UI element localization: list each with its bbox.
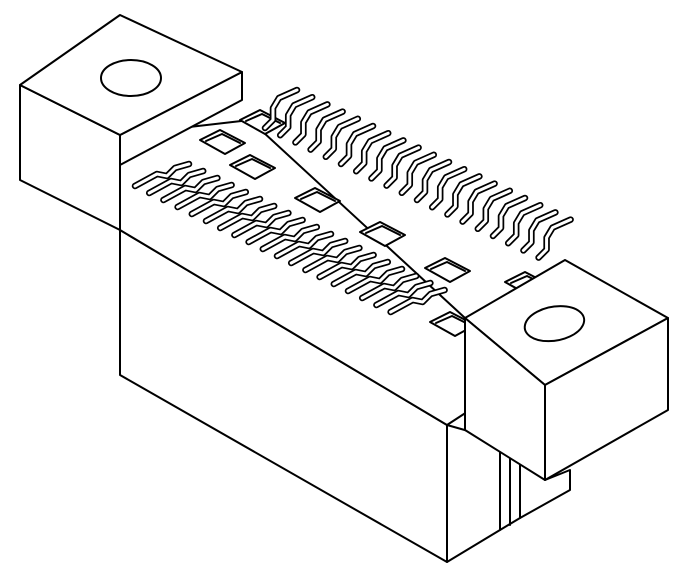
pin xyxy=(474,187,514,233)
pin xyxy=(316,251,377,281)
slot xyxy=(359,221,406,247)
pin xyxy=(292,101,331,146)
pin xyxy=(302,244,363,274)
pin xyxy=(352,129,392,175)
slot xyxy=(229,154,276,180)
pin xyxy=(459,180,498,225)
left-mounting-block xyxy=(19,14,243,231)
pin xyxy=(231,209,292,239)
pin xyxy=(261,86,301,132)
slot xyxy=(424,257,471,283)
mounting-hole xyxy=(523,305,586,343)
pin xyxy=(520,209,559,254)
pin xyxy=(160,174,221,204)
pin xyxy=(145,167,207,197)
pin xyxy=(276,93,316,139)
pin xyxy=(216,202,278,232)
pin xyxy=(358,272,420,302)
pin xyxy=(398,151,438,197)
pin xyxy=(337,122,377,168)
pin xyxy=(245,216,306,246)
pin xyxy=(188,188,250,218)
right-mounting-block xyxy=(464,259,669,481)
mounting-hole xyxy=(100,59,162,97)
pin xyxy=(287,237,349,267)
pin xyxy=(368,137,407,182)
pin xyxy=(413,158,453,204)
slot xyxy=(294,187,341,213)
pin xyxy=(259,223,321,253)
pin xyxy=(131,160,193,190)
back-row-pins xyxy=(261,86,574,261)
pin xyxy=(307,108,346,153)
pin xyxy=(387,286,448,316)
front-row-pins xyxy=(131,160,448,316)
pin xyxy=(330,258,392,288)
pin xyxy=(383,144,422,189)
pin xyxy=(504,201,544,247)
pin xyxy=(322,115,362,161)
pin xyxy=(373,279,434,309)
slot xyxy=(199,129,246,155)
pin xyxy=(202,195,264,225)
pin xyxy=(174,181,235,211)
pin xyxy=(444,173,483,218)
pin xyxy=(428,165,468,211)
pin xyxy=(535,216,574,261)
pin xyxy=(273,230,335,260)
pin xyxy=(344,265,406,295)
pin xyxy=(489,194,529,240)
